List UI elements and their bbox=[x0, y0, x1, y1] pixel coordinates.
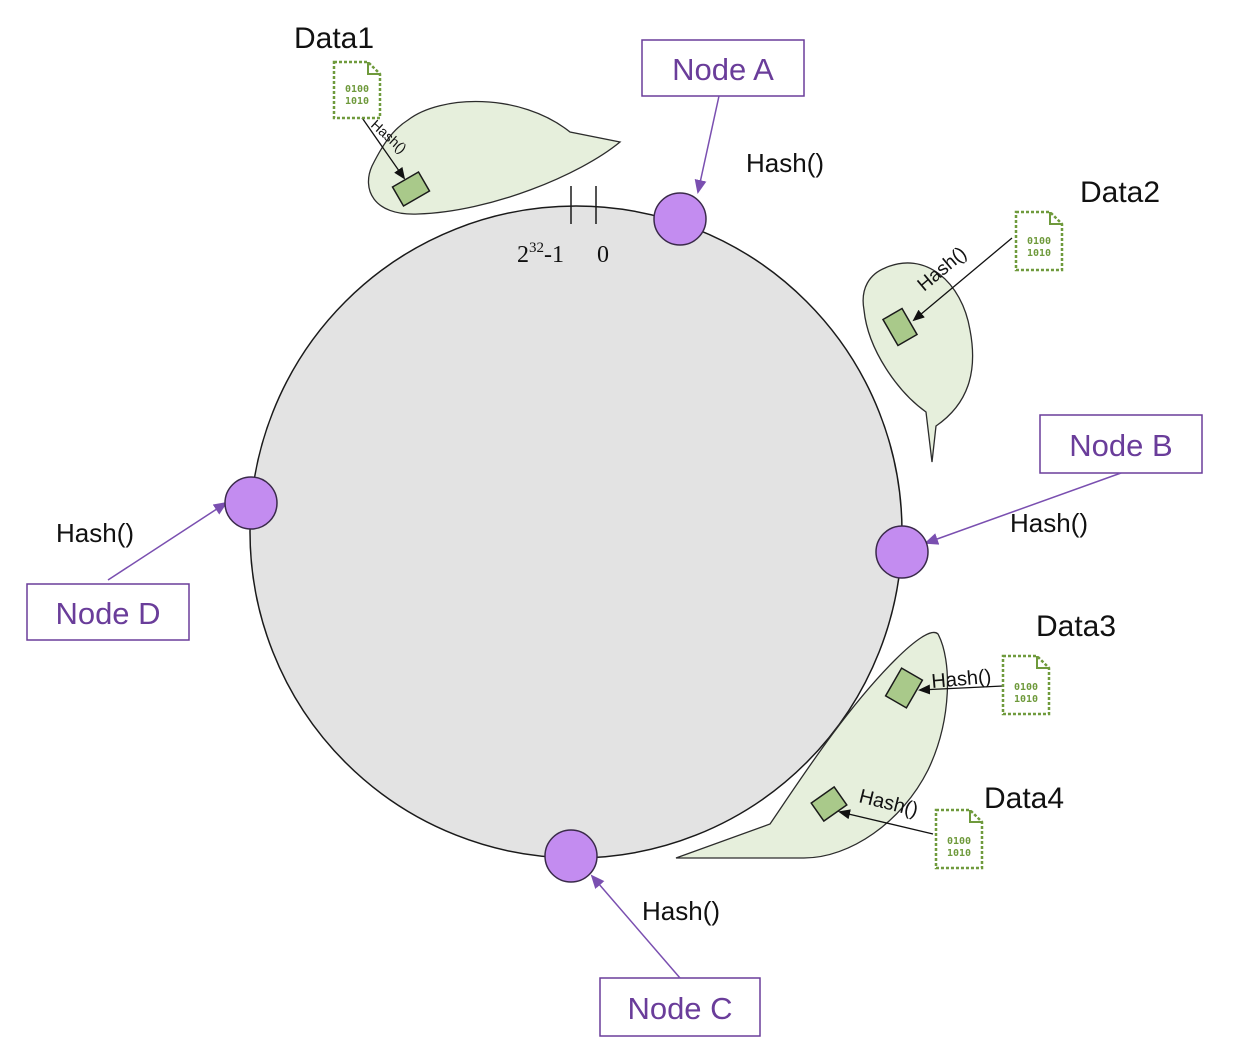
hashed-key-data4 bbox=[810, 785, 848, 823]
node-a bbox=[653, 192, 707, 246]
node-hash-arrow-c bbox=[590, 874, 681, 979]
hash-ring bbox=[249, 205, 903, 859]
hash-arrow-data4 bbox=[838, 809, 934, 835]
binary-file-icon: 0100 1010 bbox=[1001, 654, 1051, 716]
svg-text:1010: 1010 bbox=[1027, 248, 1051, 259]
svg-text:1010: 1010 bbox=[947, 848, 971, 859]
bubble-data3-data4 bbox=[675, 631, 949, 859]
data-label-data3: Data3 bbox=[1036, 610, 1116, 643]
svg-text:0100: 0100 bbox=[947, 836, 971, 847]
node-c bbox=[544, 829, 598, 883]
hashed-key-data3 bbox=[884, 667, 924, 709]
node-label-b: Node B bbox=[1069, 428, 1172, 463]
node-hash-arrow-b bbox=[924, 472, 1122, 545]
ring-zero-label: 0 bbox=[597, 242, 609, 268]
node-label-box-d bbox=[26, 583, 190, 641]
data-label-data1: Data1 bbox=[294, 22, 374, 55]
svg-text:1010: 1010 bbox=[345, 96, 369, 107]
bubble-data1 bbox=[367, 100, 622, 215]
node-label-c: Node C bbox=[627, 991, 732, 1026]
node-hash-arrow-a bbox=[694, 95, 720, 194]
node-label-box-c bbox=[599, 977, 761, 1037]
node-hash-label-c: Hash() bbox=[642, 896, 720, 926]
hash-arrow-data1 bbox=[357, 111, 406, 180]
binary-file-icon: 0100 1010 bbox=[934, 808, 984, 870]
node-label-box-a bbox=[641, 39, 805, 97]
data-label-data4: Data4 bbox=[984, 782, 1064, 815]
hashed-key-data2 bbox=[881, 307, 919, 347]
node-d bbox=[224, 476, 278, 530]
hash-arrow-data2 bbox=[912, 237, 1013, 322]
node-hash-arrow-d bbox=[107, 501, 228, 581]
data-label-data2: Data2 bbox=[1080, 176, 1160, 209]
hashed-key-data1 bbox=[391, 170, 431, 208]
node-b bbox=[875, 525, 929, 579]
node-hash-label-b: Hash() bbox=[1010, 508, 1088, 538]
svg-text:0100: 0100 bbox=[1027, 236, 1051, 247]
hash-label-data3: Hash() bbox=[931, 666, 993, 693]
svg-text:0100: 0100 bbox=[345, 84, 369, 95]
binary-file-icon: 0100 1010 bbox=[1014, 210, 1064, 272]
binary-file-icon: 0100 1010 bbox=[332, 60, 382, 120]
node-hash-label-a: Hash() bbox=[746, 148, 824, 178]
node-hash-label-d: Hash() bbox=[56, 518, 134, 548]
ring-max-label: 232-1 bbox=[517, 240, 564, 268]
node-label-d: Node D bbox=[55, 596, 160, 631]
node-label-box-b bbox=[1039, 414, 1203, 474]
hash-arrow-data3 bbox=[918, 684, 1004, 695]
svg-text:0100: 0100 bbox=[1014, 682, 1038, 693]
svg-text:1010: 1010 bbox=[1014, 694, 1038, 705]
node-label-a: Node A bbox=[672, 52, 774, 87]
